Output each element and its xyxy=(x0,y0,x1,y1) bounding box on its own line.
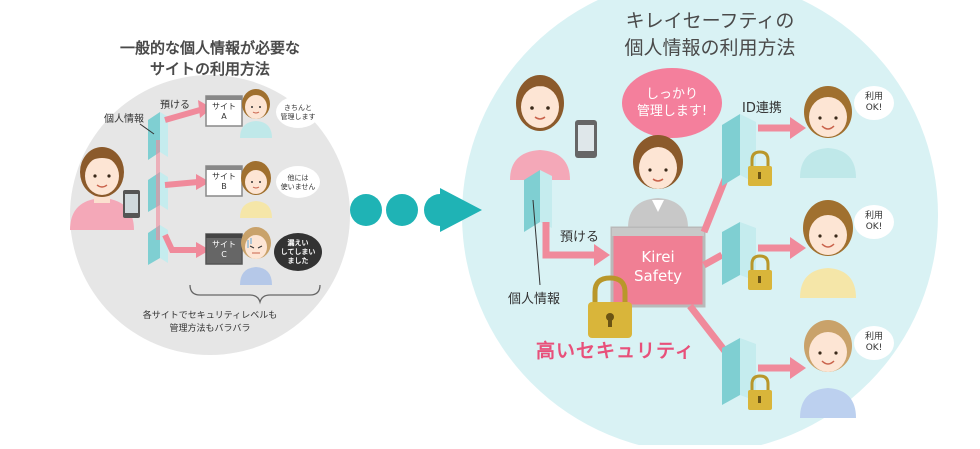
site-b-comment-bubble xyxy=(276,166,320,198)
kirei-safety-label: Kirei Safety xyxy=(612,248,704,286)
kirei-staff-figure xyxy=(628,135,688,228)
left-personal-info-label: 個人情報 xyxy=(104,114,144,125)
site-c-comment-line2: してしまい xyxy=(280,248,316,256)
right-title-line1: キレイセーフティの xyxy=(625,10,795,32)
left-phone-icon xyxy=(123,190,140,218)
site-c-window xyxy=(205,233,243,265)
site-b-label: サイト B xyxy=(206,172,242,192)
site-a-label: サイト A xyxy=(206,102,242,122)
id-link-label: ID連携 xyxy=(742,101,782,116)
right-person-middle xyxy=(800,200,856,298)
arrow-to-person-top xyxy=(758,117,806,139)
kirei-label-line1: Kirei xyxy=(641,248,675,266)
left-background-circle xyxy=(70,75,350,355)
right-deposit-label: 預ける xyxy=(560,230,600,245)
caption-brace xyxy=(189,284,321,305)
right-personal-info-pointer xyxy=(532,199,541,286)
ok-bubble-middle xyxy=(854,205,894,239)
site-c-label: サイト C xyxy=(206,240,242,260)
site-c-comment: 漏えい してしまい ました xyxy=(274,239,322,266)
right-person-bottom xyxy=(800,320,856,418)
site-c-comment-bubble xyxy=(274,233,322,271)
high-security-label: 高いセキュリティ xyxy=(536,340,695,362)
left-title: 一般的な個人情報が必要な サイトの利用方法 xyxy=(80,38,340,80)
right-title-line2: 個人情報の利用方法 xyxy=(624,37,796,59)
transition-arrow xyxy=(424,188,482,232)
manage-speech-line1: しっかり xyxy=(645,87,698,102)
personal-info-pointer xyxy=(139,123,155,135)
site-a-comment: きちんと 管理します xyxy=(276,104,320,122)
ok-text-middle: 利用 OK! xyxy=(856,211,892,233)
arrow-to-middle-book xyxy=(702,251,724,269)
left-caption-line2: 管理方法もバラバラ xyxy=(169,324,251,334)
site-a-comment-line1: きちんと xyxy=(284,104,312,112)
manage-speech-line2: 管理します! xyxy=(636,104,708,119)
right-lock-bottom xyxy=(748,374,772,410)
site-a-staff xyxy=(240,89,272,138)
site-a-window xyxy=(205,95,243,127)
site-b-comment: 他には 使いません xyxy=(276,174,320,192)
ok-bottom-line2: OK! xyxy=(865,343,883,353)
deposit-arrow xyxy=(542,222,610,266)
left-arrow-to-site-b xyxy=(164,174,210,190)
site-b-label-line1: サイト xyxy=(212,172,236,181)
ok-middle-line1: 利用 xyxy=(864,211,883,221)
left-arrow-to-site-a xyxy=(164,100,212,123)
right-user-figure xyxy=(510,75,570,180)
site-b-comment-line1: 他には xyxy=(287,174,309,182)
left-caption-line1: 各サイトでセキュリティレベルも xyxy=(142,311,278,321)
site-c-comment-line1: 漏えい xyxy=(287,239,309,247)
left-title-line1: 一般的な個人情報が必要な xyxy=(119,39,300,57)
ok-top-line1: 利用 xyxy=(864,92,883,102)
right-person-top xyxy=(800,86,856,178)
kirei-label-line2: Safety xyxy=(634,267,682,285)
transition-dot-1 xyxy=(350,194,382,226)
arrow-to-person-middle xyxy=(758,237,806,259)
ok-bubble-top xyxy=(854,86,894,120)
left-user-figure xyxy=(70,147,134,230)
site-b-comment-line2: 使いません xyxy=(280,183,316,191)
site-a-label-line2: A xyxy=(221,112,227,121)
site-b-label-line2: B xyxy=(221,182,227,191)
ok-text-top: 利用 OK! xyxy=(856,92,892,114)
site-a-label-line1: サイト xyxy=(212,102,236,111)
ok-middle-line2: OK! xyxy=(865,222,883,232)
site-a-comment-line2: 管理します xyxy=(280,113,316,121)
right-lock-top xyxy=(748,150,772,186)
site-c-comment-line3: ました xyxy=(287,257,309,265)
site-b-window xyxy=(205,165,243,197)
ok-bottom-line1: 利用 xyxy=(864,332,883,342)
ok-text-bottom: 利用 OK! xyxy=(856,332,892,354)
manage-speech-text: しっかり 管理します! xyxy=(622,86,722,120)
site-c-label-line1: サイト xyxy=(212,240,236,249)
ok-bubble-bottom xyxy=(854,326,894,360)
left-caption: 各サイトでセキュリティレベルも 管理方法もバラバラ xyxy=(110,310,310,336)
site-c-staff xyxy=(240,227,272,285)
transition-dot-2 xyxy=(386,194,418,226)
site-a-comment-bubble xyxy=(276,96,320,128)
arrow-to-bottom-book xyxy=(687,303,731,358)
left-deposit-label: 預ける xyxy=(160,100,190,111)
right-lock-middle xyxy=(748,254,772,290)
left-title-line2: サイトの利用方法 xyxy=(149,60,270,78)
site-c-label-line2: C xyxy=(221,250,227,259)
big-lock-icon xyxy=(588,275,632,338)
ok-top-line2: OK! xyxy=(865,103,883,113)
right-title: キレイセーフティの 個人情報の利用方法 xyxy=(560,8,860,62)
arrow-to-person-bottom xyxy=(758,357,806,379)
site-b-staff xyxy=(240,161,272,218)
right-personal-info-label: 個人情報 xyxy=(508,292,561,307)
right-book-icon xyxy=(524,170,552,232)
right-phone-icon xyxy=(575,120,597,158)
left-arrow-to-site-c xyxy=(162,233,210,258)
